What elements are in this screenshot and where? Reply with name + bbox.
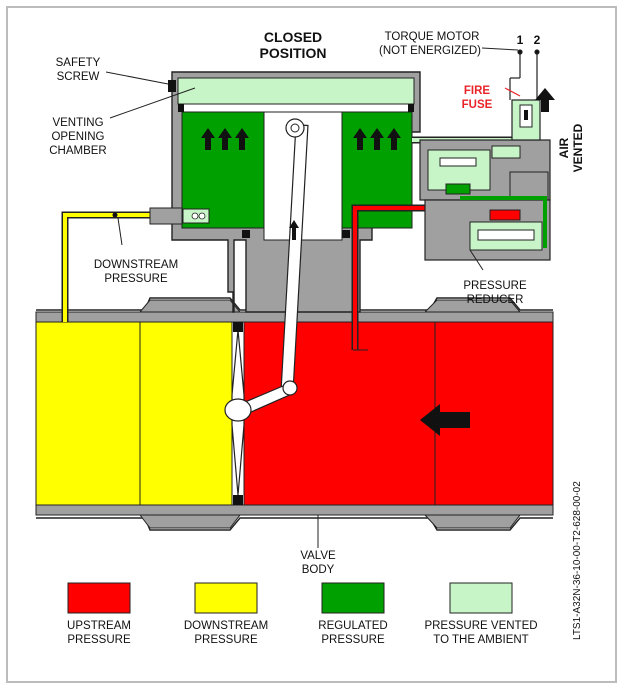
legend-downstream-line-1: DOWNSTREAM bbox=[184, 620, 268, 632]
legend-swatch-vented bbox=[449, 582, 513, 614]
air-vented-arrow-icon bbox=[535, 88, 555, 112]
downstream-pressure-label-1: DOWNSTREAM bbox=[94, 259, 178, 271]
pressure-reducer-label-2: REDUCER bbox=[467, 294, 524, 306]
valve-body-label-1: VALVE bbox=[300, 550, 336, 562]
venting-chamber-label-3: CHAMBER bbox=[49, 145, 107, 157]
fire-fuse-label-1: FIRE bbox=[464, 85, 491, 97]
title-line-2: POSITION bbox=[260, 45, 327, 61]
venting-chamber-label-1: VENTING bbox=[52, 117, 103, 129]
legend-vented-line-2: TO THE AMBIENT bbox=[433, 634, 528, 646]
pressure-reducer bbox=[424, 196, 551, 261]
air-vented-label-2: VENTED bbox=[571, 123, 585, 172]
downstream-pressure-label-2: PRESSURE bbox=[104, 273, 168, 285]
safety-screw bbox=[168, 80, 176, 92]
legend-item-regulated: REGULATED PRESSURE bbox=[318, 582, 388, 646]
venting-opening-chamber bbox=[177, 77, 415, 105]
torque-motor-block bbox=[419, 99, 551, 201]
regulated-chamber-left bbox=[181, 107, 265, 229]
safety-screw-label-1: SAFETY bbox=[56, 57, 101, 69]
terminal-1-label: 1 bbox=[517, 33, 524, 47]
vent-line bbox=[412, 110, 529, 144]
flow-arrow-icon bbox=[420, 404, 470, 436]
legend: UPSTREAM PRESSURE DOWNSTREAM PRESSURE RE… bbox=[67, 582, 538, 646]
title-line-1: CLOSED bbox=[264, 29, 322, 45]
up-arrows-left-icon bbox=[201, 128, 249, 150]
legend-downstream-line-2: PRESSURE bbox=[194, 634, 258, 646]
downstream-zone bbox=[35, 321, 237, 506]
air-vented-label-1: AIR bbox=[557, 137, 571, 158]
torque-motor-label-1: TORQUE MOTOR bbox=[385, 31, 480, 43]
legend-upstream-line-1: UPSTREAM bbox=[67, 620, 131, 632]
torque-motor-leads bbox=[504, 49, 540, 100]
venting-chamber-label-2: OPENING bbox=[51, 131, 104, 143]
torque-motor-label-2: (NOT ENERGIZED) bbox=[379, 45, 481, 57]
legend-swatch-downstream bbox=[194, 582, 258, 614]
up-arrows-right-icon bbox=[353, 128, 401, 150]
legend-item-downstream: DOWNSTREAM PRESSURE bbox=[184, 582, 268, 646]
legend-swatch-regulated bbox=[321, 582, 385, 614]
terminal-2-label: 2 bbox=[534, 33, 541, 47]
pressure-reducer-label-1: PRESSURE bbox=[463, 280, 527, 292]
legend-vented-line-1: PRESSURE VENTED bbox=[424, 620, 537, 632]
legend-item-upstream: UPSTREAM PRESSURE bbox=[67, 582, 131, 646]
valve-body-label-2: BODY bbox=[302, 564, 335, 576]
legend-regulated-line-1: REGULATED bbox=[318, 620, 387, 632]
fire-fuse-label-2: FUSE bbox=[462, 99, 493, 111]
linkage-rod bbox=[224, 118, 309, 422]
legend-upstream-line-2: PRESSURE bbox=[67, 634, 131, 646]
legend-regulated-line-2: PRESSURE bbox=[321, 634, 385, 646]
rod-direction-arrow-icon bbox=[289, 220, 299, 240]
safety-screw-label-2: SCREW bbox=[57, 71, 100, 83]
legend-swatch-upstream bbox=[67, 582, 131, 614]
legend-item-vented: PRESSURE VENTED TO THE AMBIENT bbox=[424, 582, 538, 646]
leader-lines bbox=[105, 47, 519, 548]
valve-body bbox=[35, 297, 554, 531]
downstream-sense-line bbox=[61, 207, 210, 322]
document-reference: LTS1-A32N-36-10-00-T2-628-00-02 bbox=[572, 481, 583, 640]
